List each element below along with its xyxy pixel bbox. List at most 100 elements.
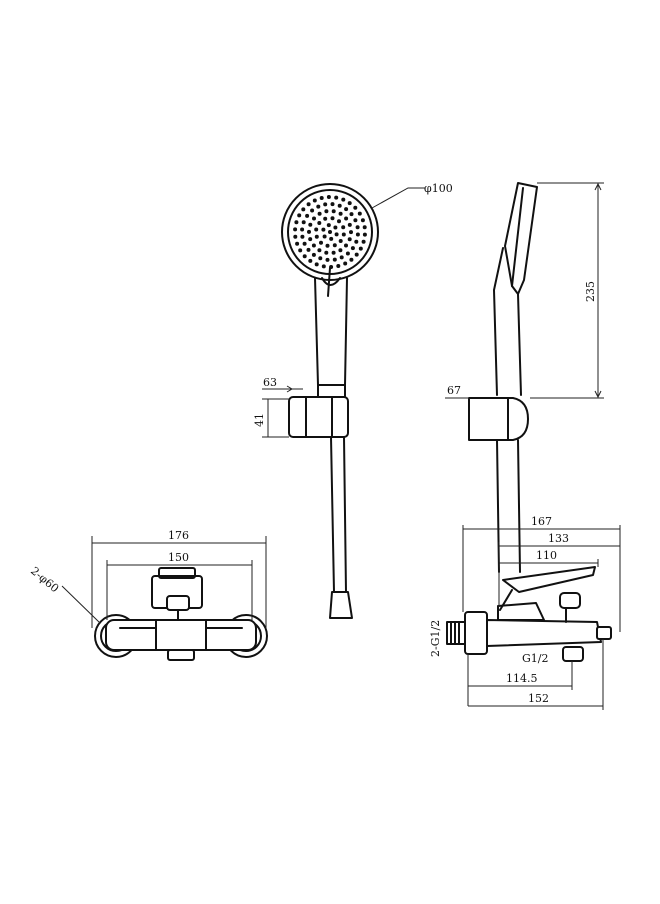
nozzle-dot [328, 230, 332, 234]
nozzle-dot [324, 250, 329, 255]
nozzle-dot [325, 257, 330, 262]
nozzle-dot [319, 240, 323, 245]
nozzle-dot [330, 216, 335, 221]
nozzle-dot [317, 211, 322, 216]
shower-head-front [281, 183, 379, 386]
nozzle-dot [322, 234, 327, 239]
nozzle-dot [345, 251, 350, 256]
nozzle-dot [360, 218, 365, 223]
nozzle-dot [321, 227, 326, 232]
height-label: 235 [584, 281, 597, 302]
depth-110-label: 110 [536, 549, 557, 562]
nozzle-dot [323, 216, 328, 221]
nozzle-dot [338, 211, 343, 216]
nozzle-dot [362, 232, 367, 237]
nozzle-dot [350, 246, 355, 251]
nozzle-dot [347, 222, 352, 227]
nozzle-dot [307, 229, 311, 234]
nozzle-dot [310, 208, 315, 213]
nozzle-dot [311, 243, 316, 248]
flange-label: 2-φ60 [28, 564, 61, 595]
nozzle-dot [338, 248, 343, 253]
nozzle-dot [354, 252, 359, 257]
nozzle-dot [295, 241, 300, 246]
nozzle-dot [341, 225, 346, 230]
nozzle-dot [332, 243, 337, 248]
nozzle-dot [306, 202, 311, 207]
nozzle-dot [355, 225, 360, 230]
nozzle-dot [308, 222, 313, 227]
nozzle-dot [349, 230, 353, 235]
head-diameter-label: φ100 [424, 182, 453, 195]
nozzle-dot [308, 258, 313, 263]
nozzle-dot [334, 195, 339, 200]
mixer-front-dimensions: 176 150 2-φ60 [28, 529, 267, 628]
outlet-label: G1/2 [522, 652, 549, 665]
nozzle-dot [331, 209, 336, 214]
nozzle-dot [349, 257, 354, 262]
nozzle-dot [305, 213, 310, 218]
nozzle-dot [317, 221, 322, 225]
nozzle-dot [300, 227, 305, 232]
nozzle-dot [324, 209, 329, 214]
nozzle-dot [339, 255, 344, 260]
side-dimensions-upper: 235 67 [445, 182, 604, 399]
mixer-side-dimensions: 167 133 110 2-G1/2 G1/2 114.5 152 [429, 515, 621, 710]
mixer-side [446, 566, 612, 662]
nozzle-dot [330, 202, 335, 207]
nozzle-dot [314, 262, 319, 267]
nozzle-dot [344, 216, 349, 221]
nozzle-dot [326, 223, 331, 228]
wall-holder-front [288, 384, 349, 438]
side-holder-offset-label: 67 [447, 384, 461, 397]
holder-width-label: 63 [263, 376, 277, 389]
centers-label: 150 [168, 551, 189, 564]
slide-rail-front [329, 436, 353, 619]
nozzle-dot [336, 264, 341, 268]
shower-head-side [493, 182, 538, 396]
front-dimensions: φ100 63 41 [253, 182, 453, 438]
nozzle-dot [341, 232, 346, 237]
nozzle-dot [301, 220, 306, 225]
nozzle-dot [334, 232, 339, 237]
nozzle-dot [312, 198, 317, 203]
nozzle-dot [317, 248, 322, 253]
nozzle-dot [355, 232, 360, 237]
depth-114-label: 114.5 [506, 672, 538, 685]
nozzle-dot [298, 248, 303, 253]
nozzle-dot [344, 207, 349, 212]
nozzle-dot [311, 252, 316, 257]
nozzle-dot [332, 257, 337, 262]
nozzle-dot [312, 216, 316, 221]
nozzle-dot [341, 197, 346, 202]
nozzle-dot [321, 264, 326, 269]
nozzle-dot [318, 256, 323, 261]
mixer-front [94, 567, 268, 661]
nozzle-dot [302, 241, 307, 246]
spray-nozzles [293, 195, 367, 269]
nozzle-dot [358, 246, 363, 251]
nozzle-dot [347, 201, 352, 206]
nozzle-dot [297, 213, 302, 218]
nozzle-dot [308, 237, 313, 242]
nozzle-dot [353, 218, 358, 223]
holder-height-label: 41 [253, 413, 266, 427]
nozzle-dot [294, 220, 299, 225]
nozzle-dot [316, 204, 321, 209]
nozzle-dot [349, 212, 354, 217]
nozzle-dot [329, 236, 334, 241]
width-total-label: 176 [168, 529, 189, 542]
depth-label: 167 [531, 515, 552, 528]
nozzle-dot [331, 250, 336, 255]
nozzle-dot [333, 225, 338, 230]
depth-152-label: 152 [528, 692, 549, 705]
nozzle-dot [325, 243, 330, 248]
nozzle-dot [337, 219, 341, 224]
nozzle-dot [293, 227, 298, 232]
nozzle-dot [347, 237, 352, 242]
nozzle-dot [337, 203, 342, 208]
nozzle-dot [306, 247, 311, 252]
nozzle-dot [326, 195, 331, 199]
nozzle-dot [293, 234, 298, 239]
